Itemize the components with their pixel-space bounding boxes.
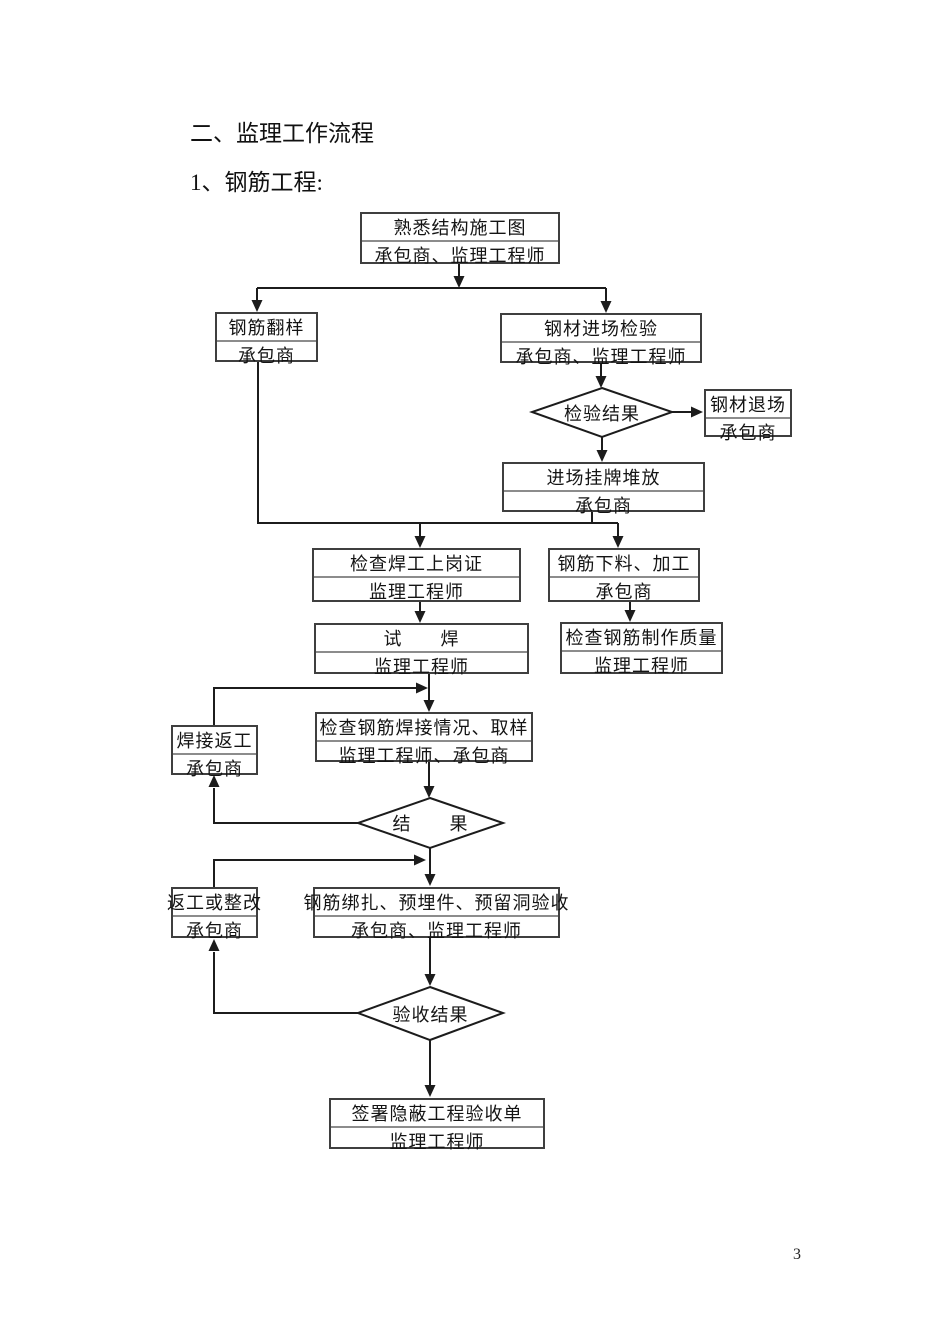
node-weld-rework: 焊接返工 承包商 [171,725,258,779]
arrow-down-icon [414,611,426,623]
node-role-label: 监理工程师、承包商 [317,740,531,768]
node-task-label: 钢筋翻样 [228,318,305,338]
arrow-down-icon [414,536,426,548]
node-fabrication-quality-check: 检查钢筋制作质量 监理工程师 [560,622,723,676]
node-rebar-cutting: 钢筋下料、加工 承包商 [548,548,700,602]
arrow-down-icon [423,786,435,798]
node-role-label: 承包商 [504,490,703,518]
node-role-label: 承包商 [706,417,790,445]
node-familiarize-drawings: 熟悉结构施工图 承包商、监理工程师 [360,212,560,266]
arrow-down-icon [595,376,607,388]
node-role-label: 承包商、监理工程师 [315,915,558,943]
arrow-right-icon [414,854,426,866]
arrow-right-icon [416,682,428,694]
page-number: 3 [793,1246,801,1263]
node-task-label: 检查钢筋制作质量 [565,628,718,648]
diamond-acceptance-result [355,985,506,1042]
arrow-up-icon [208,939,220,951]
node-sign-acceptance: 签署隐蔽工程验收单 监理工程师 [329,1098,545,1152]
arrowhead-icons [208,276,703,1097]
node-role-label: 监理工程师 [331,1126,543,1154]
node-task-label: 钢筋下料、加工 [557,554,691,574]
node-task-label: 试 焊 [383,629,460,649]
node-binding-acceptance: 钢筋绑扎、预埋件、预留洞验收 承包商、监理工程师 [303,887,570,941]
node-tag-stacking: 进场挂牌堆放 承包商 [502,462,705,516]
node-steel-exit: 钢材退场 承包商 [704,389,792,443]
node-task-label: 检查焊工上岗证 [350,554,483,574]
node-trial-weld: 试 焊 监理工程师 [314,623,529,677]
node-task-label: 钢材进场检验 [544,319,658,339]
arrow-down-icon [453,276,465,288]
decision-acceptance-result: 验收结果 [392,1004,469,1025]
node-role-label: 承包商 [173,753,256,781]
decision-inspection-result: 检验结果 [564,403,640,424]
subsection-title: 1、钢筋工程: [190,170,323,195]
arrow-down-icon [596,450,608,462]
arrow-down-icon [424,974,436,986]
node-task-label: 签署隐蔽工程验收单 [351,1104,523,1124]
node-role-label: 承包商、监理工程师 [502,341,700,369]
diamond-result [354,796,507,850]
arrow-down-icon [251,300,263,312]
node-welder-cert-check: 检查焊工上岗证 监理工程师 [312,548,521,602]
node-rebar-lofting: 钢筋翻样 承包商 [215,312,318,366]
arrow-down-icon [624,610,636,622]
section-title: 二、监理工作流程 [190,121,374,146]
arrow-down-icon [612,536,624,548]
node-task-label: 熟悉结构施工图 [393,218,527,238]
node-task-label: 进场挂牌堆放 [546,468,661,488]
decision-diamond-shapes [354,386,676,1042]
node-role-label: 监理工程师 [314,576,519,604]
node-task-label: 检查钢筋焊接情况、取样 [319,718,529,738]
diamond-inspection-result [528,386,676,439]
node-task-label: 钢筋绑扎、预埋件、预留洞验收 [303,893,570,913]
node-role-label: 承包商、监理工程师 [362,240,558,268]
arrow-down-icon [424,874,436,886]
arrow-down-icon [600,301,612,313]
node-task-label: 焊接返工 [176,731,253,751]
node-role-label: 承包商 [173,915,256,943]
node-role-label: 监理工程师 [316,651,527,679]
node-role-label: 监理工程师 [562,650,721,678]
decision-result: 结 果 [392,814,469,834]
arrow-down-icon [424,1085,436,1097]
node-task-label: 钢材退场 [710,395,786,415]
arrow-right-icon [691,406,703,418]
node-task-label: 返工或整改 [167,893,262,913]
node-steel-entry-inspection: 钢材进场检验 承包商、监理工程师 [500,313,702,367]
connector-lines [213,264,692,1086]
arrow-up-icon [208,775,220,787]
arrow-down-icon [423,700,435,712]
node-role-label: 承包商 [550,576,698,604]
node-role-label: 承包商 [217,340,316,368]
node-weld-inspection-sampling: 检查钢筋焊接情况、取样 监理工程师、承包商 [315,712,533,766]
node-rework-or-rectify: 返工或整改 承包商 [167,887,262,941]
